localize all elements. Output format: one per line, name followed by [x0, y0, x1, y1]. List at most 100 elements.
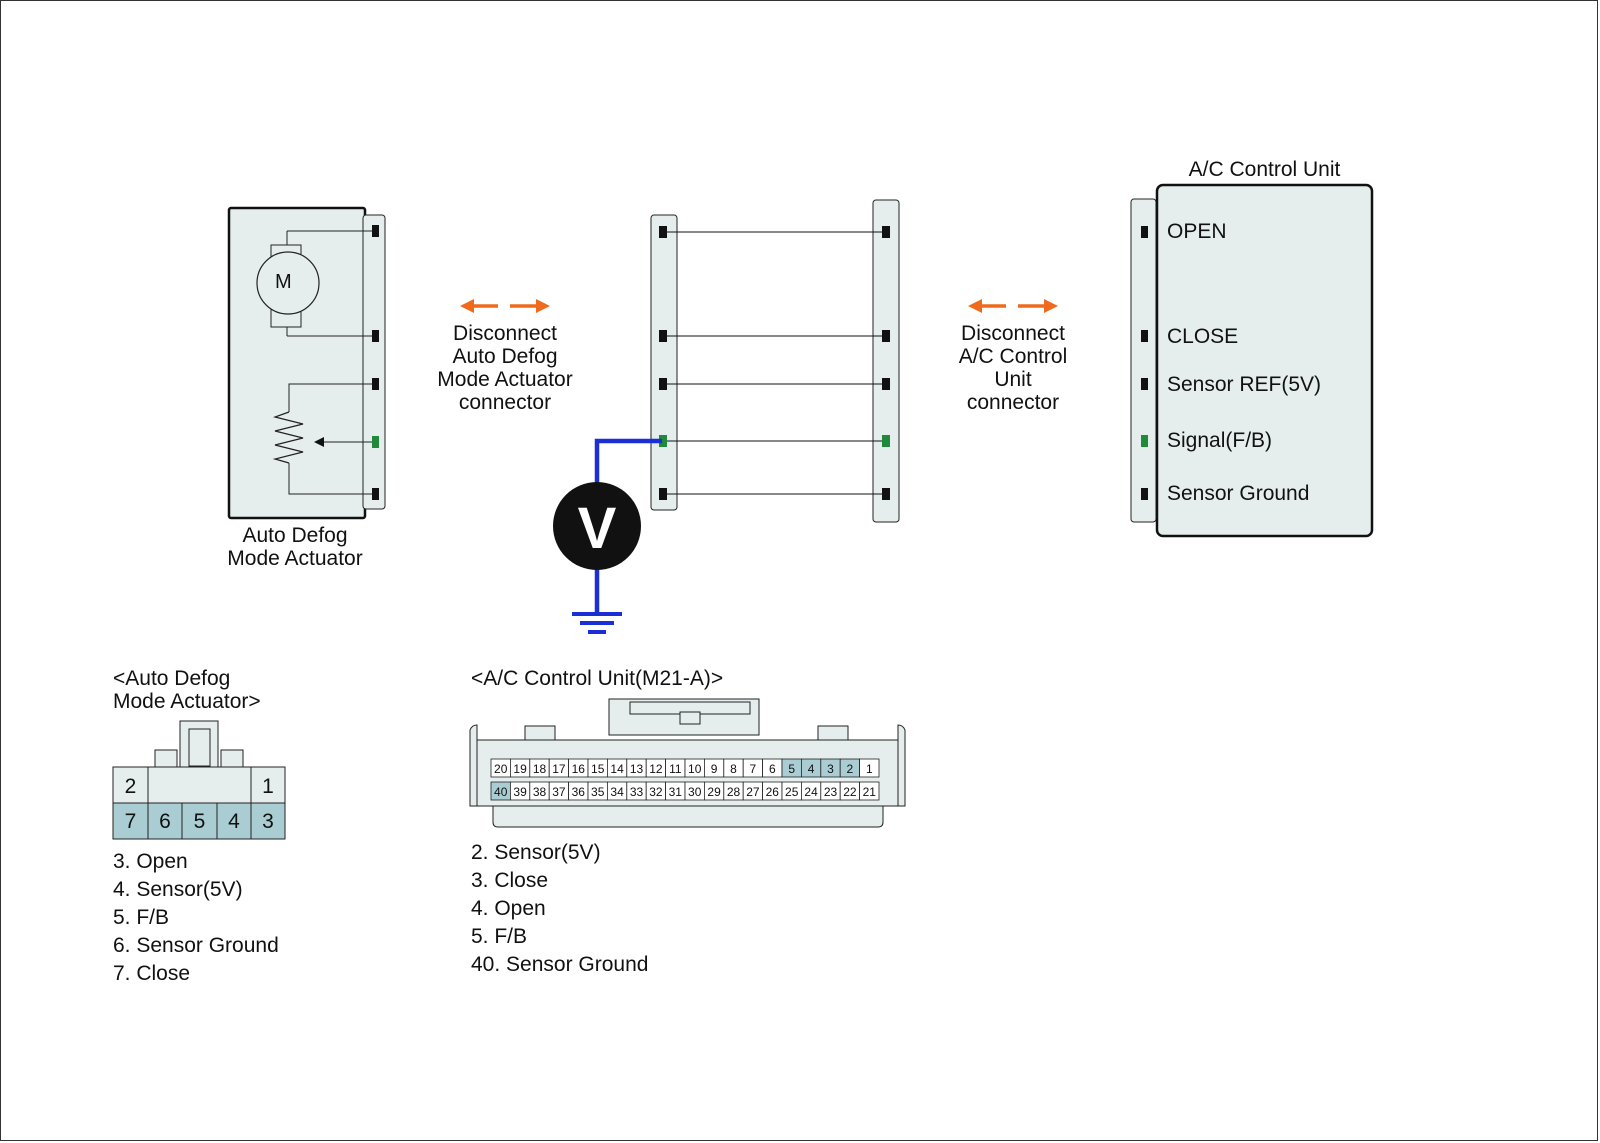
unit-pin-number: 33	[630, 785, 644, 799]
unit-pin-number: 16	[572, 762, 586, 776]
disconnect-left-line4: connector	[458, 391, 552, 414]
voltmeter-icon	[553, 482, 641, 570]
control-unit-pin-label: OPEN	[1167, 220, 1227, 243]
unit-pin-number: 14	[610, 762, 624, 776]
actuator-connector-title: <Auto Defog Mode Actuator>	[113, 667, 261, 713]
unit-pin-number: 32	[649, 785, 663, 799]
harness-connector-left	[650, 214, 678, 511]
disconnect-right-line2: A/C Control	[958, 345, 1068, 368]
legend-item: 6. Sensor Ground	[113, 934, 279, 957]
actuator-connector-strip	[362, 214, 386, 510]
unit-pin-number: 11	[669, 762, 682, 776]
legend-item: 3. Open	[113, 850, 188, 873]
disconnect-right-label: Disconnect A/C Control Unit connector	[928, 322, 1098, 414]
unit-pin-number: 38	[533, 785, 547, 799]
harness-pins	[659, 226, 890, 500]
ground-icon	[572, 612, 622, 634]
control-unit-title: A/C Control Unit	[1188, 158, 1341, 181]
unit-pin-number: 3	[827, 762, 834, 776]
actuator-connector-face	[112, 720, 286, 840]
unit-pin-number: 26	[766, 785, 780, 799]
actuator-pin-number: 1	[262, 775, 274, 798]
unit-pin-number: 40	[494, 785, 508, 799]
unit-pin-number: 25	[785, 785, 799, 799]
disconnect-right-line3: Unit	[994, 368, 1032, 391]
unit-pin-number: 21	[863, 785, 877, 799]
unit-pin-number: 10	[688, 762, 702, 776]
unit-pin-number: 17	[552, 762, 566, 776]
unit-pin-number: 23	[824, 785, 838, 799]
legend-item: 2. Sensor(5V)	[471, 841, 601, 864]
unit-pin-number: 2	[847, 762, 854, 776]
actuator-pin	[372, 225, 379, 237]
actuator-connector-title-line1: <Auto Defog	[113, 667, 231, 690]
unit-pin-number: 18	[533, 762, 547, 776]
disconnect-left-line1: Disconnect	[453, 322, 557, 345]
potentiometer-icon	[272, 383, 372, 495]
unit-pin-number: 28	[727, 785, 741, 799]
voltmeter-wire	[594, 438, 662, 612]
control-unit-pin-label-signal: Signal(F/B)	[1167, 429, 1273, 452]
motor-icon	[256, 230, 372, 337]
unit-pin-number: 27	[746, 785, 760, 799]
unit-pin-number: 22	[843, 785, 857, 799]
unit-pin-number: 12	[649, 762, 663, 776]
actuator-pin-legend: 3. Open 4. Sensor(5V) 5. F/B 6. Sensor G…	[113, 848, 279, 988]
unit-connector-title: <A/C Control Unit(M21-A)>	[471, 667, 724, 690]
unit-pin-number: 1	[866, 762, 873, 776]
actuator-pin	[372, 330, 379, 342]
control-unit-pins	[1141, 226, 1148, 500]
legend-item: 3. Close	[471, 869, 549, 892]
unit-pin-number: 9	[711, 762, 718, 776]
control-unit-pin-label: Sensor Ground	[1167, 482, 1310, 505]
actuator-pin	[372, 378, 379, 390]
disconnect-left-line2: Auto Defog	[452, 345, 558, 368]
disconnect-left-label: Disconnect Auto Defog Mode Actuator conn…	[420, 322, 590, 414]
unit-pin-number: 31	[669, 785, 683, 799]
actuator-pin-number: 4	[228, 810, 240, 833]
actuator-pin-signal	[372, 436, 379, 448]
unit-pin-number: 19	[513, 762, 527, 776]
unit-pin-number: 36	[572, 785, 586, 799]
unit-pin-number: 34	[610, 785, 624, 799]
unit-pin-number: 37	[552, 785, 566, 799]
unit-pin-number: 5	[788, 762, 795, 776]
legend-item-signal: 5. F/B	[113, 906, 170, 929]
unit-pin-number: 24	[804, 785, 818, 799]
unit-pin-number: 13	[630, 762, 644, 776]
disconnect-left-line3: Mode Actuator	[437, 368, 573, 391]
unit-pin-number: 6	[769, 762, 776, 776]
actuator-pin-number: 5	[193, 810, 206, 833]
unit-pin-cell	[859, 781, 880, 801]
disconnect-arrow-left-icon	[460, 299, 550, 313]
actuator-pin-number: 3	[262, 810, 274, 833]
actuator-pin-number: 2	[124, 775, 137, 798]
legend-item: 40. Sensor Ground	[471, 953, 649, 976]
disconnect-right-line1: Disconnect	[961, 322, 1065, 345]
unit-pin-cell	[859, 758, 880, 778]
disconnect-arrow-right-icon	[968, 299, 1058, 313]
unit-pin-number: 35	[591, 785, 605, 799]
unit-pin-legend: 2. Sensor(5V) 3. Close 4. Open 5. F/B 40…	[471, 839, 648, 979]
unit-pin-number: 15	[591, 762, 605, 776]
actuator-pin	[372, 488, 379, 500]
unit-pin-number: 7	[750, 762, 757, 776]
unit-pin-number: 39	[513, 785, 527, 799]
actuator-name-line1: Auto Defog	[242, 524, 348, 547]
control-unit-pin-label: CLOSE	[1167, 325, 1239, 348]
motor-symbol: M	[275, 271, 292, 293]
control-unit-body	[1155, 183, 1374, 538]
legend-item: 4. Open	[471, 897, 546, 920]
unit-pin-number: 29	[707, 785, 721, 799]
unit-pin-number: 30	[688, 785, 702, 799]
legend-item: 4. Sensor(5V)	[113, 878, 243, 901]
unit-pin-number: 20	[494, 762, 508, 776]
control-unit-pin-label: Sensor REF(5V)	[1167, 373, 1322, 396]
legend-item-signal: 5. F/B	[471, 925, 528, 948]
unit-pin-number: 8	[730, 762, 737, 776]
disconnect-right-line4: connector	[966, 391, 1060, 414]
legend-item: 7. Close	[113, 962, 191, 985]
